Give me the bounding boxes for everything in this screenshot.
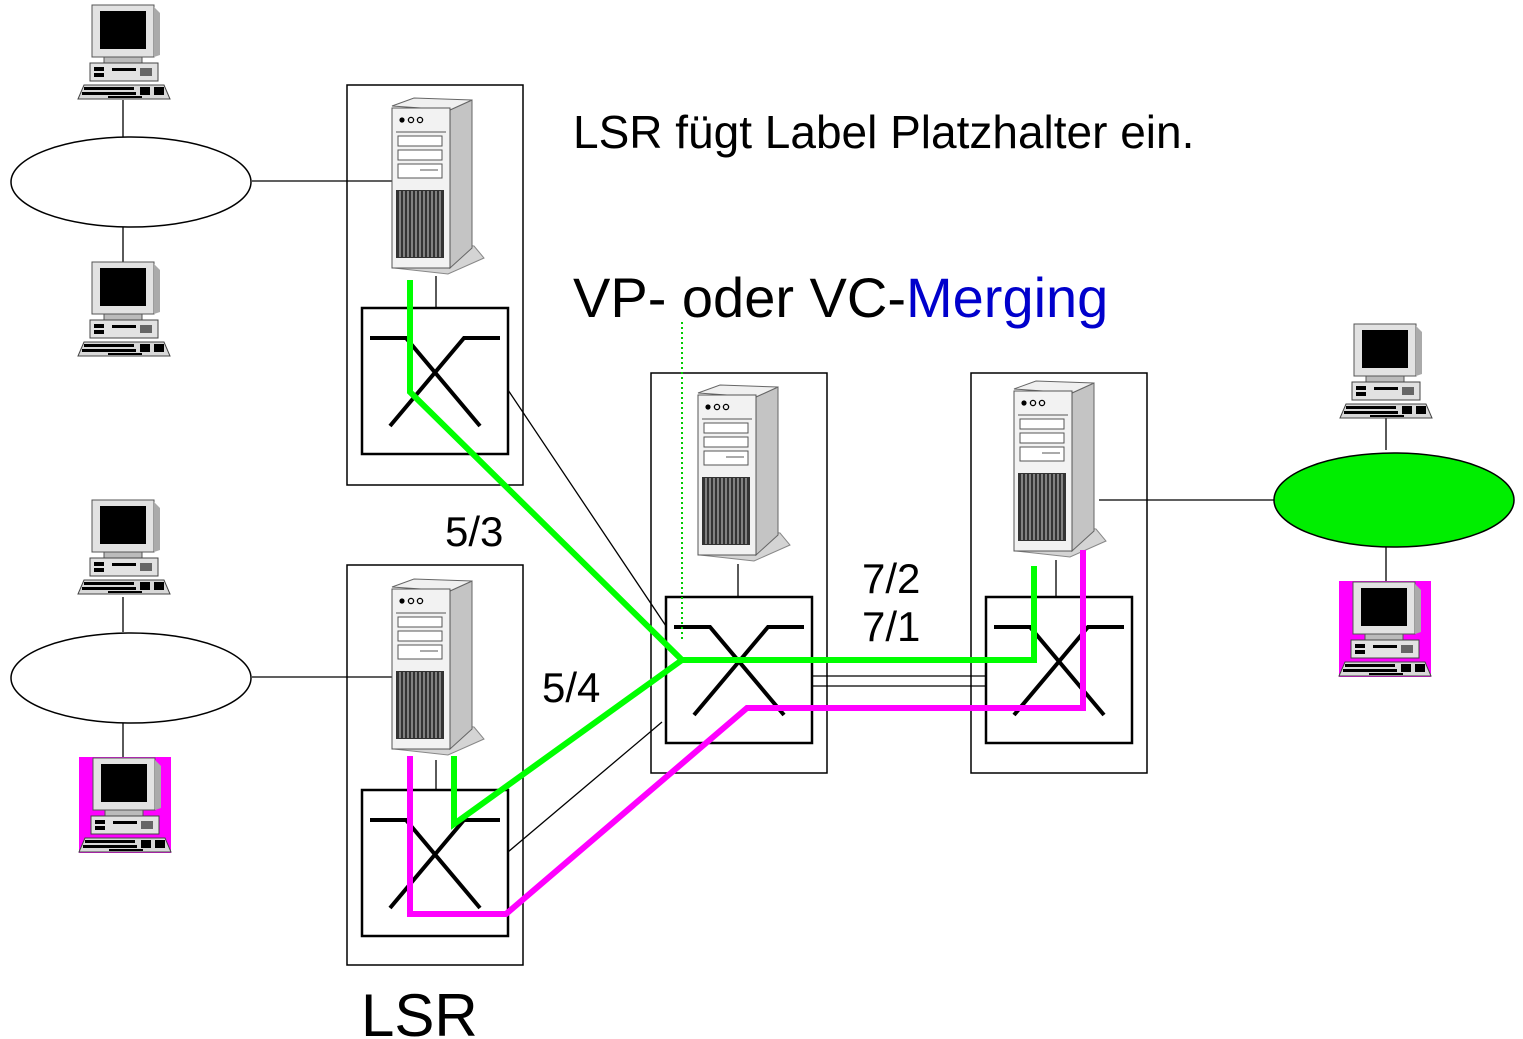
network-bottom-left — [10, 632, 252, 724]
host-bottom-left-icon — [78, 757, 172, 853]
host-top-left-2-icon — [77, 261, 171, 357]
lsr-box-top-left — [346, 84, 524, 486]
label-7-2: 7/2 — [862, 555, 920, 602]
switch-right-icon — [984, 595, 1134, 745]
lsr-box-bottom-left — [346, 564, 524, 966]
heading-prefix: VP- oder VC- — [573, 266, 906, 329]
lsr-box-center — [650, 372, 828, 774]
magenta-path — [407, 550, 1086, 917]
network-right — [1273, 452, 1515, 548]
network-top-left — [10, 136, 252, 228]
lsr-label: LSR — [361, 982, 478, 1039]
host-right-bottom-icon — [1338, 581, 1432, 677]
heading-accent: Merging — [906, 266, 1108, 329]
server-bottom-left-icon — [391, 578, 485, 756]
server-center-icon — [697, 384, 791, 562]
lsr-box-right — [970, 372, 1148, 774]
link-lines — [122, 100, 1387, 853]
caption-text: LSR fügt Label Platzhalter ein. — [573, 106, 1194, 158]
server-top-left-icon — [391, 97, 485, 275]
server-right-icon — [1013, 380, 1107, 558]
label-7-1: 7/1 — [862, 603, 920, 650]
host-top-left-1-icon — [77, 4, 171, 100]
green-path-bottom — [451, 657, 684, 830]
label-5-4: 5/4 — [542, 664, 600, 711]
host-mid-left-icon — [77, 499, 171, 595]
label-5-3: 5/3 — [445, 508, 503, 555]
heading-text: VP- oder VC-Merging — [573, 266, 1108, 329]
switch-top-left-icon — [360, 306, 510, 456]
host-right-top-icon — [1339, 323, 1433, 419]
switch-center-icon — [664, 595, 814, 745]
